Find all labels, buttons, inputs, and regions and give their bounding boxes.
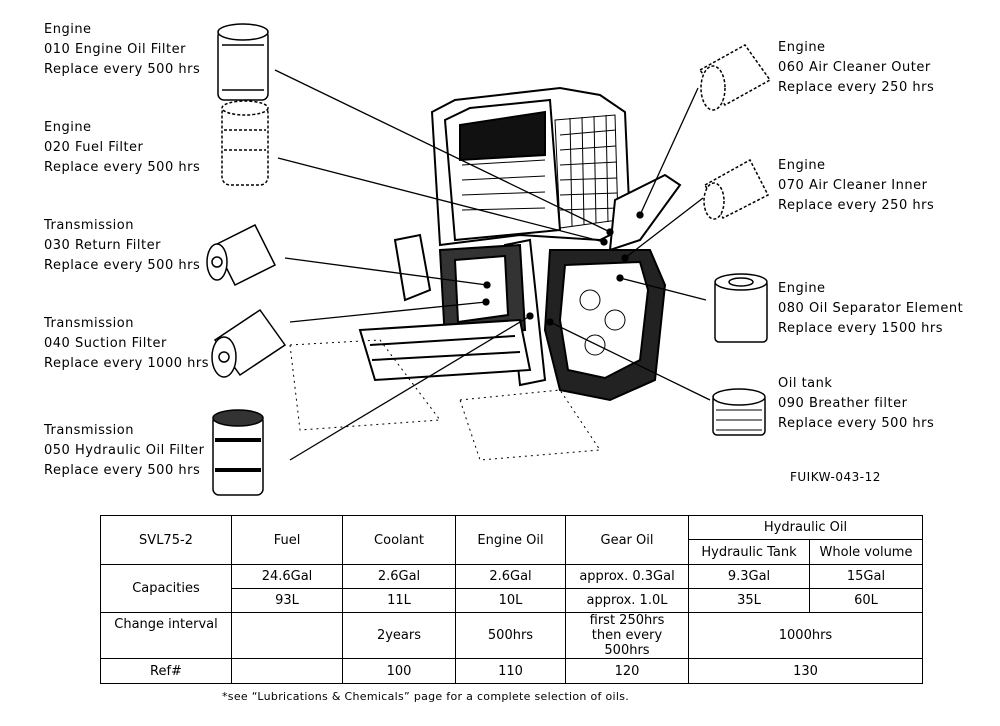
table-cell: 130 [688,658,923,684]
table-cell: approx. 1.0L [565,588,689,613]
engine-oil-header: Engine Oil [455,515,566,565]
table-cell: 110 [455,658,566,684]
return-filter-icon [206,223,277,287]
leader-lines [274,69,711,461]
table-cell: 2.6Gal [342,564,456,589]
figure-code: FUIKW-043-12 [790,470,881,484]
machine-diagram [206,23,772,496]
table-cell: 11L [342,588,456,613]
table-cell: 15Gal [809,564,923,589]
table-row: 93L 11L 10L approx. 1.0L 35L 60L [101,588,923,613]
track-loader-illustration [289,86,682,461]
table-cell: 100 [342,658,456,684]
model-header: SVL75-2 [100,515,232,565]
table-cell: 24.6Gal [231,564,343,589]
hydraulic-tank-header: Hydraulic Tank [688,539,810,565]
coolant-header: Coolant [342,515,456,565]
table-row: SVL75-2 Fuel Coolant Engine Oil Gear Oil… [100,515,923,565]
gear-oil-interval-1: first 250hrs [589,613,665,628]
fuel-filter-icon [221,100,269,186]
change-interval-label: Change interval [100,612,232,659]
hydraulic-oil-filter-icon [212,409,264,496]
table-cell: 500hrs [455,612,566,659]
fuel-header: Fuel [231,515,343,565]
table-cell [231,658,343,684]
table-cell: 60L [809,588,923,613]
table-cell: 2years [342,612,456,659]
table-cell: first 250hrs then every 500hrs [565,612,689,659]
ref-label: Ref# [100,658,232,684]
table-cell: 120 [565,658,689,684]
whole-volume-header: Whole volume [809,539,923,565]
table-cell: 35L [688,588,810,613]
capacities-label: Capacities [100,564,232,613]
gear-oil-interval-2: then every 500hrs [591,628,663,658]
table-row: Ref# 100 110 120 130 [100,658,923,684]
table-cell: 93L [231,588,343,613]
table-row: Capacities 24.6Gal 2.6Gal 2.6Gal approx.… [100,564,923,613]
air-cleaner-inner-icon [703,158,770,220]
suction-filter-icon [211,308,287,378]
breather-filter-icon [712,388,766,436]
air-cleaner-outer-icon [698,44,772,111]
table-cell: 1000hrs [688,612,923,659]
oil-separator-element-icon [714,273,768,343]
table-cell: 2.6Gal [455,564,566,589]
hydraulic-oil-header: Hydraulic Oil [688,515,923,540]
gear-oil-header: Gear Oil [565,515,689,565]
table-row: Change interval 2years 500hrs first 250h… [100,612,923,659]
table-cell: approx. 0.3Gal [565,564,689,589]
part-icons [206,23,772,496]
engine-oil-filter-icon [217,23,269,101]
table-cell: 10L [455,588,566,613]
table-cell: 9.3Gal [688,564,810,589]
footnote: *see “Lubrications & Chemicals” page for… [222,690,630,703]
table-cell [231,612,343,659]
table-row: Hydraulic Tank Whole volume [101,539,923,565]
capacities-table: SVL75-2 Fuel Coolant Engine Oil Gear Oil… [100,515,923,684]
